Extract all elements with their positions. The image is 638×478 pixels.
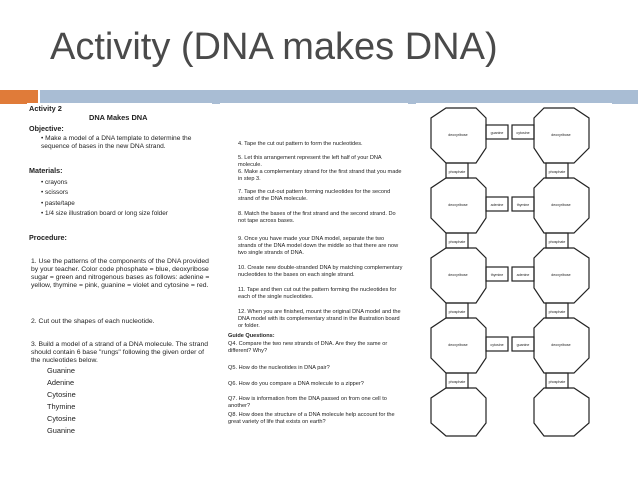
question-4: Q4. Compare the two new strands of DNA. … [228,341,388,354]
base-order-list: Guanine Adenine Cytosine Thymine Cytosin… [47,365,76,437]
phosphate-label: phosphate [449,170,466,174]
procedure-heading: Procedure: [29,233,67,242]
material-item: • scissors [41,189,69,197]
activity-name: DNA Makes DNA [89,113,148,122]
base-label: adenine [491,203,504,207]
phosphate-label: phosphate [449,240,466,244]
base-item: Guanine [47,366,75,375]
phosphate-label: phosphate [549,170,566,174]
base-item: Cytosine [47,390,76,399]
step-10: 10. Create new double-stranded DNA by ma… [238,265,403,278]
step-11: 11. Tape and then cut out the pattern fo… [238,287,397,300]
step-1: 1. Use the patterns of the components of… [31,258,210,290]
accent-bar-blue [40,90,638,104]
activity-label: Activity 2 [29,104,62,113]
question-5: Q5. How do the nucleotides in DNA pair? [228,365,330,371]
base-label: guanine [517,343,530,347]
sugar-label: deoxyribose [551,343,570,347]
sugar-label: deoxyribose [448,133,467,137]
base-item: Thymine [47,402,76,411]
base-label: cytosine [516,131,529,135]
material-item: • 1/4 size illustration board or long si… [41,209,168,217]
question-8: Q8. How does the structure of a DNA mole… [228,412,395,425]
sugar-label: deoxyribose [551,203,570,207]
nucleotide-patterns: deoxyribose guanine phosphate deoxyribos… [416,103,612,443]
sugar-label: deoxyribose [551,133,570,137]
base-item: Cytosine [47,414,76,423]
base-label: thymine [491,273,504,277]
objective-text: • Make a model of a DNA template to dete… [41,135,192,150]
nucleotide-pattern-diagram: deoxyribose guanine phosphate deoxyribos… [430,107,590,437]
materials-list: • crayons • scissors • paste/tape • 1/4 … [41,178,168,219]
nucleotide-shape [511,107,590,437]
base-label: adenine [517,273,530,277]
step-6: 6. Make a complementary strand for the f… [238,169,402,182]
nucleotide-shape [430,107,509,437]
base-label: guanine [491,131,504,135]
base-item: Guanine [47,426,75,435]
sugar-label: deoxyribose [551,273,570,277]
step-9: 9. Once you have made your DNA model, se… [238,236,399,256]
base-item: Adenine [47,378,75,387]
phosphate-label: phosphate [449,380,466,384]
phosphate-label: phosphate [549,380,566,384]
step-12: 12. When you are finished, mount the ori… [238,309,401,329]
base-label: cytosine [490,343,503,347]
slide-title: Activity (DNA makes DNA) [50,26,498,68]
worksheet-page-1: Activity 2 DNA Makes DNA Objective: • Ma… [27,103,212,453]
phosphate-label: phosphate [549,310,566,314]
step-5: 5. Let this arrangement represent the le… [238,155,382,168]
question-6: Q6. How do you compare a DNA molecule to… [228,381,364,387]
materials-heading: Materials: [29,166,63,175]
sugar-label: deoxyribose [448,273,467,277]
step-7: 7. Tape the cut-out pattern forming nucl… [238,189,391,202]
material-item: • paste/tape [41,199,75,207]
material-item: • crayons [41,179,68,186]
step-3: 3. Build a model of a strand of a DNA mo… [31,341,209,365]
step-4: 4. Tape the cut out pattern to form the … [238,141,363,147]
accent-bar-orange [0,90,38,104]
sugar-label: deoxyribose [448,343,467,347]
sugar-label: deoxyribose [448,203,467,207]
objective-heading: Objective: [29,124,64,133]
step-2: 2. Cut out the shapes of each nucleotide… [31,318,155,325]
phosphate-label: phosphate [449,310,466,314]
step-8: 8. Match the bases of the first strand a… [238,211,396,224]
phosphate-label: phosphate [549,240,566,244]
base-label: thymine [517,203,530,207]
guide-heading: Guide Questions: [228,333,275,339]
question-7: Q7. How is information from the DNA pass… [228,396,387,409]
worksheet-page-2: 4. Tape the cut out pattern to form the … [220,103,408,435]
